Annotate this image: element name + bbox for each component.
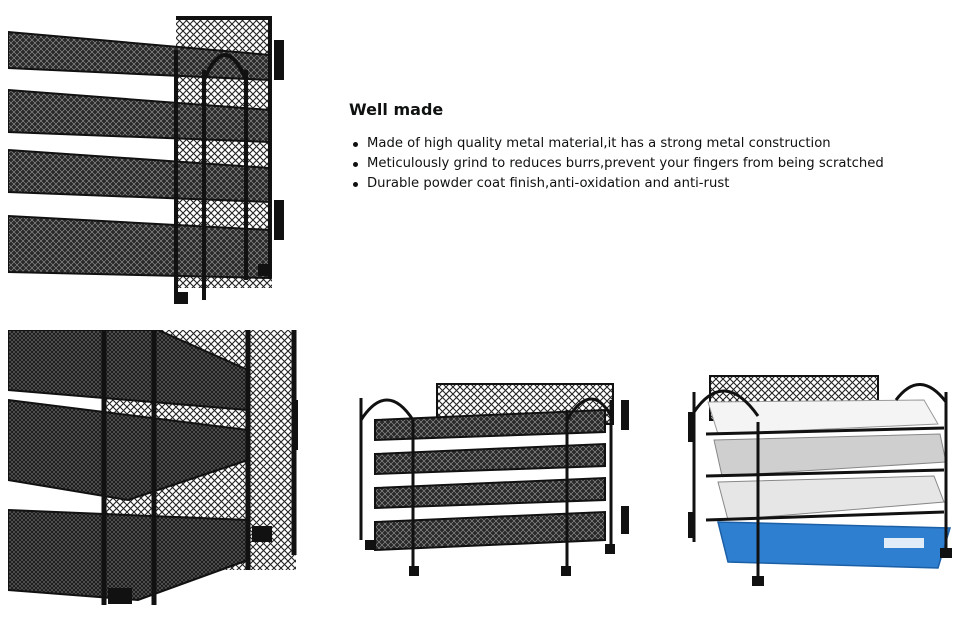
feature-bullet: Durable powder coat finish,anti-oxidatio…: [353, 174, 949, 194]
product-photo-closeup-top: [8, 10, 290, 308]
feature-bullet-list: Made of high quality metal material,it h…: [349, 134, 949, 194]
feature-bullet: Meticulously grind to reduces burrs,prev…: [353, 154, 949, 174]
feature-heading: Well made: [349, 100, 444, 119]
product-photo-loaded-organizer: [688, 372, 960, 590]
product-photo-empty-organizer: [355, 380, 635, 580]
feature-section: Well made Made of high quality metal mat…: [349, 100, 949, 194]
product-photo-closeup-bottom: [8, 330, 298, 610]
feature-bullet: Made of high quality metal material,it h…: [353, 134, 949, 154]
